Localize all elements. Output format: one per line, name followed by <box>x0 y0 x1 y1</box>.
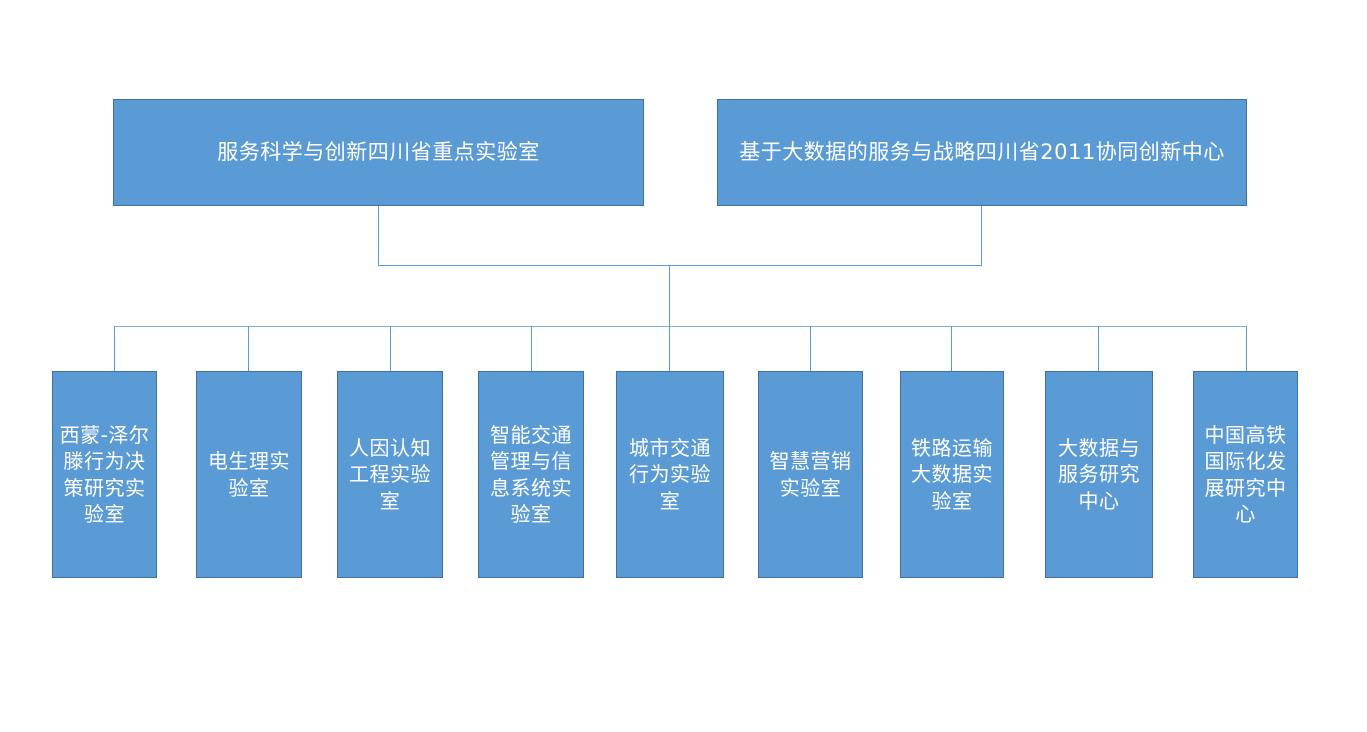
connector-top-join-horizontal <box>378 265 982 266</box>
connector-drop-leaf-2 <box>248 326 249 371</box>
leaf-node-simon-selten-lab-label: 西蒙-泽尔滕行为决策研究实验室 <box>59 422 150 526</box>
leaf-node-human-cognition-lab-label: 人因认知工程实验室 <box>349 435 431 513</box>
leaf-node-urban-traffic-behavior-lab-label: 城市交通行为实验室 <box>629 435 711 513</box>
leaf-node-hsr-internationalization-center[interactable]: 中国高铁国际化发展研究中心 <box>1193 371 1298 578</box>
leaf-node-electrophysiology-lab-label: 电生理实验室 <box>208 449 290 500</box>
leaf-node-bigdata-service-center-label: 大数据与服务研究中心 <box>1058 435 1140 513</box>
top-node-collab-center[interactable]: 基于大数据的服务与战略四川省2011协同创新中心 <box>717 99 1247 206</box>
leaf-node-smart-marketing-lab[interactable]: 智慧营销实验室 <box>758 371 863 578</box>
top-node-key-lab[interactable]: 服务科学与创新四川省重点实验室 <box>113 99 644 206</box>
connector-drop-leaf-7 <box>951 326 952 371</box>
connector-right-top-vertical <box>981 206 982 265</box>
connector-left-top-vertical <box>378 206 379 265</box>
leaf-node-railway-bigdata-lab[interactable]: 铁路运输大数据实验室 <box>900 371 1004 578</box>
leaf-node-human-cognition-lab[interactable]: 人因认知工程实验室 <box>337 371 443 578</box>
leaf-node-electrophysiology-lab[interactable]: 电生理实验室 <box>196 371 302 578</box>
top-node-key-lab-label: 服务科学与创新四川省重点实验室 <box>217 139 540 164</box>
connector-center-trunk <box>669 265 670 326</box>
leaf-node-railway-bigdata-lab-label: 铁路运输大数据实验室 <box>911 435 993 513</box>
leaf-node-its-information-lab-label: 智能交通管理与信息系统实验室 <box>490 422 572 526</box>
leaf-node-hsr-internationalization-center-label: 中国高铁国际化发展研究中心 <box>1204 422 1287 526</box>
leaf-node-simon-selten-lab[interactable]: 西蒙-泽尔滕行为决策研究实验室 <box>52 371 157 578</box>
connector-drop-leaf-4 <box>531 326 532 371</box>
connector-drop-leaf-8 <box>1098 326 1099 371</box>
connector-drop-leaf-1 <box>114 326 115 371</box>
leaf-node-its-information-lab[interactable]: 智能交通管理与信息系统实验室 <box>478 371 584 578</box>
leaf-node-bigdata-service-center[interactable]: 大数据与服务研究中心 <box>1045 371 1153 578</box>
connector-drop-leaf-9 <box>1246 326 1247 371</box>
leaf-node-smart-marketing-lab-label: 智慧营销实验室 <box>769 449 852 500</box>
connector-drop-leaf-6 <box>810 326 811 371</box>
connector-drop-leaf-5 <box>669 326 670 371</box>
leaf-node-urban-traffic-behavior-lab[interactable]: 城市交通行为实验室 <box>616 371 724 578</box>
connector-drop-leaf-3 <box>390 326 391 371</box>
connector-distribution-bus <box>114 326 1247 327</box>
top-node-collab-center-label: 基于大数据的服务与战略四川省2011协同创新中心 <box>739 139 1225 164</box>
